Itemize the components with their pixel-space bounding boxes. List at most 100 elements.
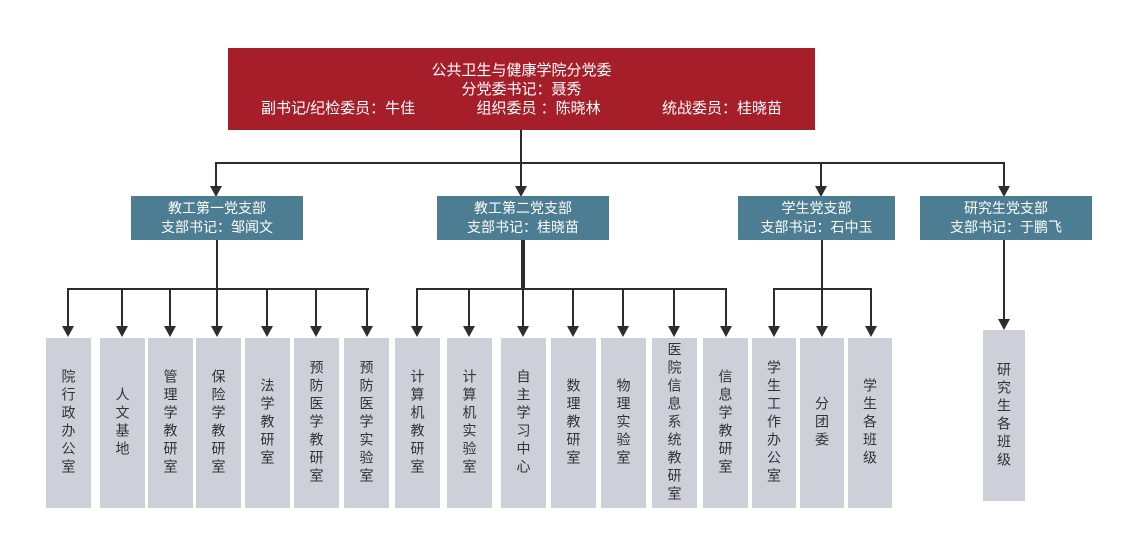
department-node[interactable]: 学生各班级 xyxy=(848,338,892,508)
arrowhead-down-icon xyxy=(261,326,273,337)
connector-line xyxy=(521,240,525,290)
department-label: 信息学教研室 xyxy=(717,369,734,477)
department-label: 人文基地 xyxy=(114,387,131,459)
branch-node-student[interactable]: 学生党支部 支部书记：石中玉 xyxy=(738,196,895,240)
connector-line xyxy=(773,288,872,290)
arrowhead-down-icon xyxy=(865,326,877,337)
department-node[interactable]: 计算机实验室 xyxy=(447,338,492,508)
arrowhead-down-icon xyxy=(210,186,222,197)
arrowhead-down-icon xyxy=(116,326,128,337)
department-label: 预防医学教研室 xyxy=(308,360,325,486)
branch-secretary: 支部书记：于鹏飞 xyxy=(950,219,1062,235)
arrowhead-down-icon xyxy=(515,186,527,197)
connector-line xyxy=(520,130,522,163)
arrowhead-down-icon xyxy=(164,326,176,337)
department-label: 计算机教研室 xyxy=(409,369,426,477)
connector-line xyxy=(416,288,727,290)
connector-line xyxy=(821,240,823,290)
connector-line xyxy=(821,290,823,327)
connector-line xyxy=(820,162,822,186)
arrowhead-down-icon xyxy=(62,326,74,337)
branch-node-faculty-second[interactable]: 教工第二党支部 支部书记：桂晓苗 xyxy=(437,196,609,240)
department-node[interactable]: 学生工作办公室 xyxy=(752,338,796,508)
connector-line xyxy=(773,288,775,327)
department-label: 法学教研室 xyxy=(259,378,276,468)
arrowhead-down-icon xyxy=(211,326,223,337)
arrowhead-down-icon xyxy=(720,326,732,337)
arrowhead-down-icon xyxy=(567,326,579,337)
branch-name: 教工第一党支部 xyxy=(168,200,266,216)
connector-line xyxy=(416,288,418,327)
arrowhead-down-icon xyxy=(517,326,529,337)
department-label: 计算机实验室 xyxy=(461,369,478,477)
branch-name: 教工第二党支部 xyxy=(474,200,572,216)
root-officer-united-front: 统战委员：桂晓苗 xyxy=(661,99,782,117)
department-node[interactable]: 数理教研室 xyxy=(551,338,596,508)
root-officers-row: 副书记/纪检委员：牛佳 组织委员 ：陈晓林 统战委员：桂晓苗 xyxy=(228,99,815,118)
branch-name: 学生党支部 xyxy=(781,200,852,216)
connector-line xyxy=(215,162,217,186)
branch-node-faculty-first[interactable]: 教工第一党支部 支部书记：邹闻文 xyxy=(131,196,303,240)
root-secretary: 分党委书记：聂秀 xyxy=(461,80,582,98)
department-node[interactable]: 预防医学实验室 xyxy=(344,338,389,508)
arrowhead-down-icon xyxy=(998,319,1010,330)
department-node[interactable]: 研究生各班级 xyxy=(983,330,1025,501)
arrowhead-down-icon xyxy=(668,326,680,337)
arrowhead-down-icon xyxy=(998,186,1010,197)
department-node[interactable]: 信息学教研室 xyxy=(703,338,748,508)
department-node[interactable]: 院行政办公室 xyxy=(46,338,91,508)
department-node[interactable]: 管理学教研室 xyxy=(148,338,193,508)
branch-secretary: 支部书记：石中玉 xyxy=(760,219,873,235)
connector-line xyxy=(169,290,171,327)
connector-line xyxy=(67,288,369,290)
department-node[interactable]: 医院信息系统教研室 xyxy=(652,338,697,508)
department-node[interactable]: 物理实验室 xyxy=(601,338,646,508)
department-label: 医院信息系统教研室 xyxy=(666,342,683,504)
connector-line xyxy=(673,290,675,327)
root-title: 公共卫生与健康学院分党委 xyxy=(431,61,612,79)
connector-line xyxy=(315,290,317,327)
root-officer-deputy: 副书记/纪检委员：牛佳 xyxy=(261,99,416,117)
connector-line xyxy=(1003,240,1005,320)
root-officer-organization: 组织委员 ：陈晓林 xyxy=(476,99,601,117)
connector-line xyxy=(622,290,624,327)
department-label: 自主学习中心 xyxy=(515,369,532,477)
department-label: 预防医学实验室 xyxy=(358,360,375,486)
connector-line xyxy=(366,288,368,327)
branch-secretary: 支部书记：邹闻文 xyxy=(161,219,273,235)
arrowhead-down-icon xyxy=(463,326,475,337)
connector-line xyxy=(67,288,69,327)
arrowhead-down-icon xyxy=(310,326,322,337)
department-node[interactable]: 人文基地 xyxy=(100,338,145,508)
arrowhead-down-icon xyxy=(617,326,629,337)
department-node[interactable]: 自主学习中心 xyxy=(501,338,546,508)
connector-line xyxy=(468,290,470,327)
department-node[interactable]: 预防医学教研室 xyxy=(294,338,339,508)
department-label: 数理教研室 xyxy=(565,378,582,468)
connector-line xyxy=(870,288,872,327)
department-node[interactable]: 计算机教研室 xyxy=(395,338,440,508)
connector-line xyxy=(522,290,524,327)
department-label: 管理学教研室 xyxy=(162,369,179,477)
connector-line xyxy=(216,290,218,327)
department-label: 分团委 xyxy=(814,396,830,450)
connector-line xyxy=(266,290,268,327)
branch-secretary: 支部书记：桂晓苗 xyxy=(467,219,579,235)
branch-node-graduate[interactable]: 研究生党支部 支部书记：于鹏飞 xyxy=(920,196,1092,240)
arrowhead-down-icon xyxy=(768,326,780,337)
connector-line xyxy=(215,162,1005,164)
arrowhead-down-icon xyxy=(815,186,827,197)
connector-line xyxy=(725,288,727,327)
department-label: 研究生各班级 xyxy=(996,361,1012,470)
root-node-party-committee[interactable]: 公共卫生与健康学院分党委 分党委书记：聂秀 副书记/纪检委员：牛佳 组织委员 ：… xyxy=(228,48,815,130)
department-label: 物理实验室 xyxy=(615,378,632,468)
connector-line xyxy=(121,290,123,327)
arrowhead-down-icon xyxy=(816,326,828,337)
department-label: 学生工作办公室 xyxy=(766,360,782,486)
department-node[interactable]: 分团委 xyxy=(800,338,844,508)
department-node[interactable]: 保险学教研室 xyxy=(196,338,241,508)
department-node[interactable]: 法学教研室 xyxy=(245,338,290,508)
department-label: 保险学教研室 xyxy=(210,369,227,477)
department-label: 学生各班级 xyxy=(862,378,878,468)
